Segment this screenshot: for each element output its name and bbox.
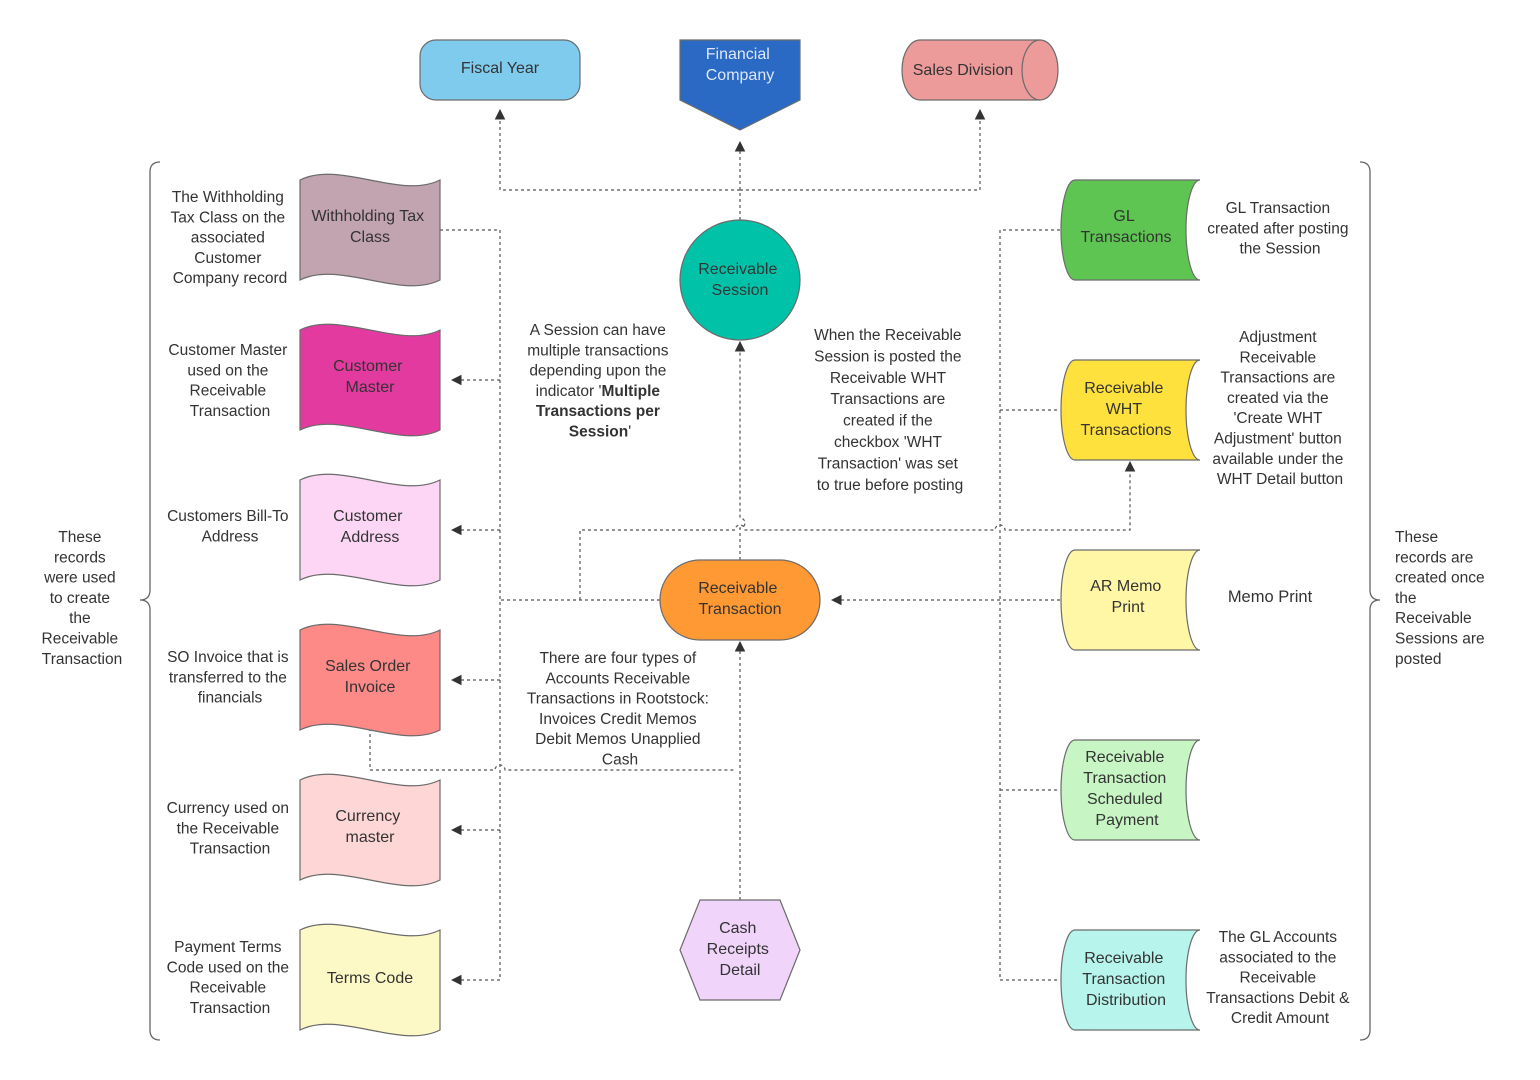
gl-accounts-note: The GL Accounts associated to the Receiv… xyxy=(1206,929,1354,1027)
receivable-session-label: Receivable Session xyxy=(698,261,782,299)
withholding-tax-class-shape xyxy=(299,173,441,287)
cash-receipts-detail-node[interactable]: Cash Receipts Detail xyxy=(679,899,801,1001)
terms-code-label: Terms Code xyxy=(327,970,413,987)
customer-address-shape xyxy=(299,473,441,587)
customer-master-node[interactable]: Customer Master xyxy=(299,323,441,437)
sales-order-invoice-label: Sales Order Invoice xyxy=(325,658,415,696)
cash-receipts-detail-shape xyxy=(679,899,801,1001)
gl-transactions-shape xyxy=(1060,179,1201,281)
customer-address-label: Customer Address xyxy=(333,508,407,546)
scheduled-payment-shape xyxy=(1060,739,1201,841)
adjustment-note: Adjustment Receivable Transactions are c… xyxy=(1212,329,1347,488)
right-brace xyxy=(1359,161,1381,1041)
gl-transactions-label: GL Transactions xyxy=(1081,208,1172,246)
financial-company-node[interactable]: Financial Company xyxy=(679,39,801,131)
right-brace-note: These records are created once the Recei… xyxy=(1395,529,1489,668)
bill-to-note: Customers Bill-To Address xyxy=(167,508,293,545)
edge-transaction-to-session xyxy=(734,340,746,560)
transaction-distribution-node[interactable]: Receivable Transaction Distribution xyxy=(1060,929,1201,1031)
transaction-distribution-label: Receivable Transaction Distribution xyxy=(1082,950,1169,1009)
withholding-tax-class-label: Withholding Tax Class xyxy=(311,208,428,246)
terms-code-shape xyxy=(299,923,441,1037)
ar-memo-print-shape xyxy=(1060,549,1201,651)
receivable-transaction-shape xyxy=(659,559,821,641)
withholding-tax-note: The Withholding Tax Class on the associa… xyxy=(171,189,290,287)
left-brace xyxy=(139,161,161,1041)
currency-master-node[interactable]: Currency master xyxy=(299,773,441,887)
fiscal-year-node[interactable]: Fiscal Year xyxy=(419,39,581,101)
currency-note: Currency used on the Receivable Transact… xyxy=(167,800,294,858)
so-invoice-note: SO Invoice that is transferred to the fi… xyxy=(167,649,293,707)
customer-master-note: Customer Master used on the Receivable T… xyxy=(168,342,291,420)
receivable-session-shape xyxy=(679,219,801,341)
cash-receipts-detail-label: Cash Receipts Detail xyxy=(707,920,774,979)
edge-left-trunk xyxy=(440,229,501,980)
receivable-transaction-label: Receivable Transaction xyxy=(698,580,782,618)
fiscal-year-shape xyxy=(419,39,581,101)
currency-master-shape xyxy=(299,773,441,887)
connectors xyxy=(369,108,1136,986)
transaction-distribution-shape xyxy=(1060,929,1201,1031)
session-note: A Session can have multiple transactions… xyxy=(527,322,673,441)
currency-master-label: Currency master xyxy=(335,808,404,846)
ar-memo-print-node[interactable]: AR Memo Print xyxy=(1060,549,1201,651)
financial-company-label: Financial Company xyxy=(706,46,774,84)
receivable-wht-transactions-shape xyxy=(1060,359,1201,461)
receivable-transaction-node[interactable]: Receivable Transaction xyxy=(659,559,821,641)
gl-transactions-node[interactable]: GL Transactions xyxy=(1060,179,1201,281)
withholding-tax-class-node[interactable]: Withholding Tax Class xyxy=(299,173,441,287)
wht-posting-note: When the Receivable Session is posted th… xyxy=(814,327,966,494)
financial-company-shape xyxy=(679,39,801,131)
gl-note: GL Transaction created after posting the… xyxy=(1207,200,1353,258)
receivable-wht-transactions-label: Receivable WHT Transactions xyxy=(1081,380,1172,439)
ar-memo-print-label: AR Memo Print xyxy=(1090,578,1166,616)
left-brace-note: These records were used to create the Re… xyxy=(42,529,123,668)
edge-right-trunk xyxy=(999,229,1060,981)
terms-code-node[interactable]: Terms Code xyxy=(299,923,441,1037)
sales-order-invoice-node[interactable]: Sales Order Invoice xyxy=(299,623,441,737)
sales-division-label: Sales Division xyxy=(913,62,1013,79)
edge-session-to-sales-division xyxy=(740,108,986,191)
customer-address-node[interactable]: Customer Address xyxy=(299,473,441,587)
receivable-wht-transactions-node[interactable]: Receivable WHT Transactions xyxy=(1060,359,1201,461)
memo-print-note: Memo Print xyxy=(1228,588,1313,606)
four-types-note: There are four types of Accounts Receiva… xyxy=(527,650,713,769)
edge-invoice-to-cash-line xyxy=(369,728,735,771)
scheduled-payment-label: Receivable Transaction Scheduled Payment xyxy=(1083,749,1170,829)
scheduled-payment-node[interactable]: Receivable Transaction Scheduled Payment xyxy=(1060,739,1201,841)
terms-note: Payment Terms Code used on the Receivabl… xyxy=(167,939,294,1017)
fiscal-year-label: Fiscal Year xyxy=(461,60,540,77)
sales-division-node[interactable]: Sales Division xyxy=(901,39,1059,101)
customer-master-shape xyxy=(299,323,441,437)
receivable-session-node[interactable]: Receivable Session xyxy=(679,219,801,341)
sales-order-invoice-shape xyxy=(299,623,441,737)
edge-session-to-fiscal-year xyxy=(494,108,740,191)
customer-master-label: Customer Master xyxy=(333,358,407,396)
